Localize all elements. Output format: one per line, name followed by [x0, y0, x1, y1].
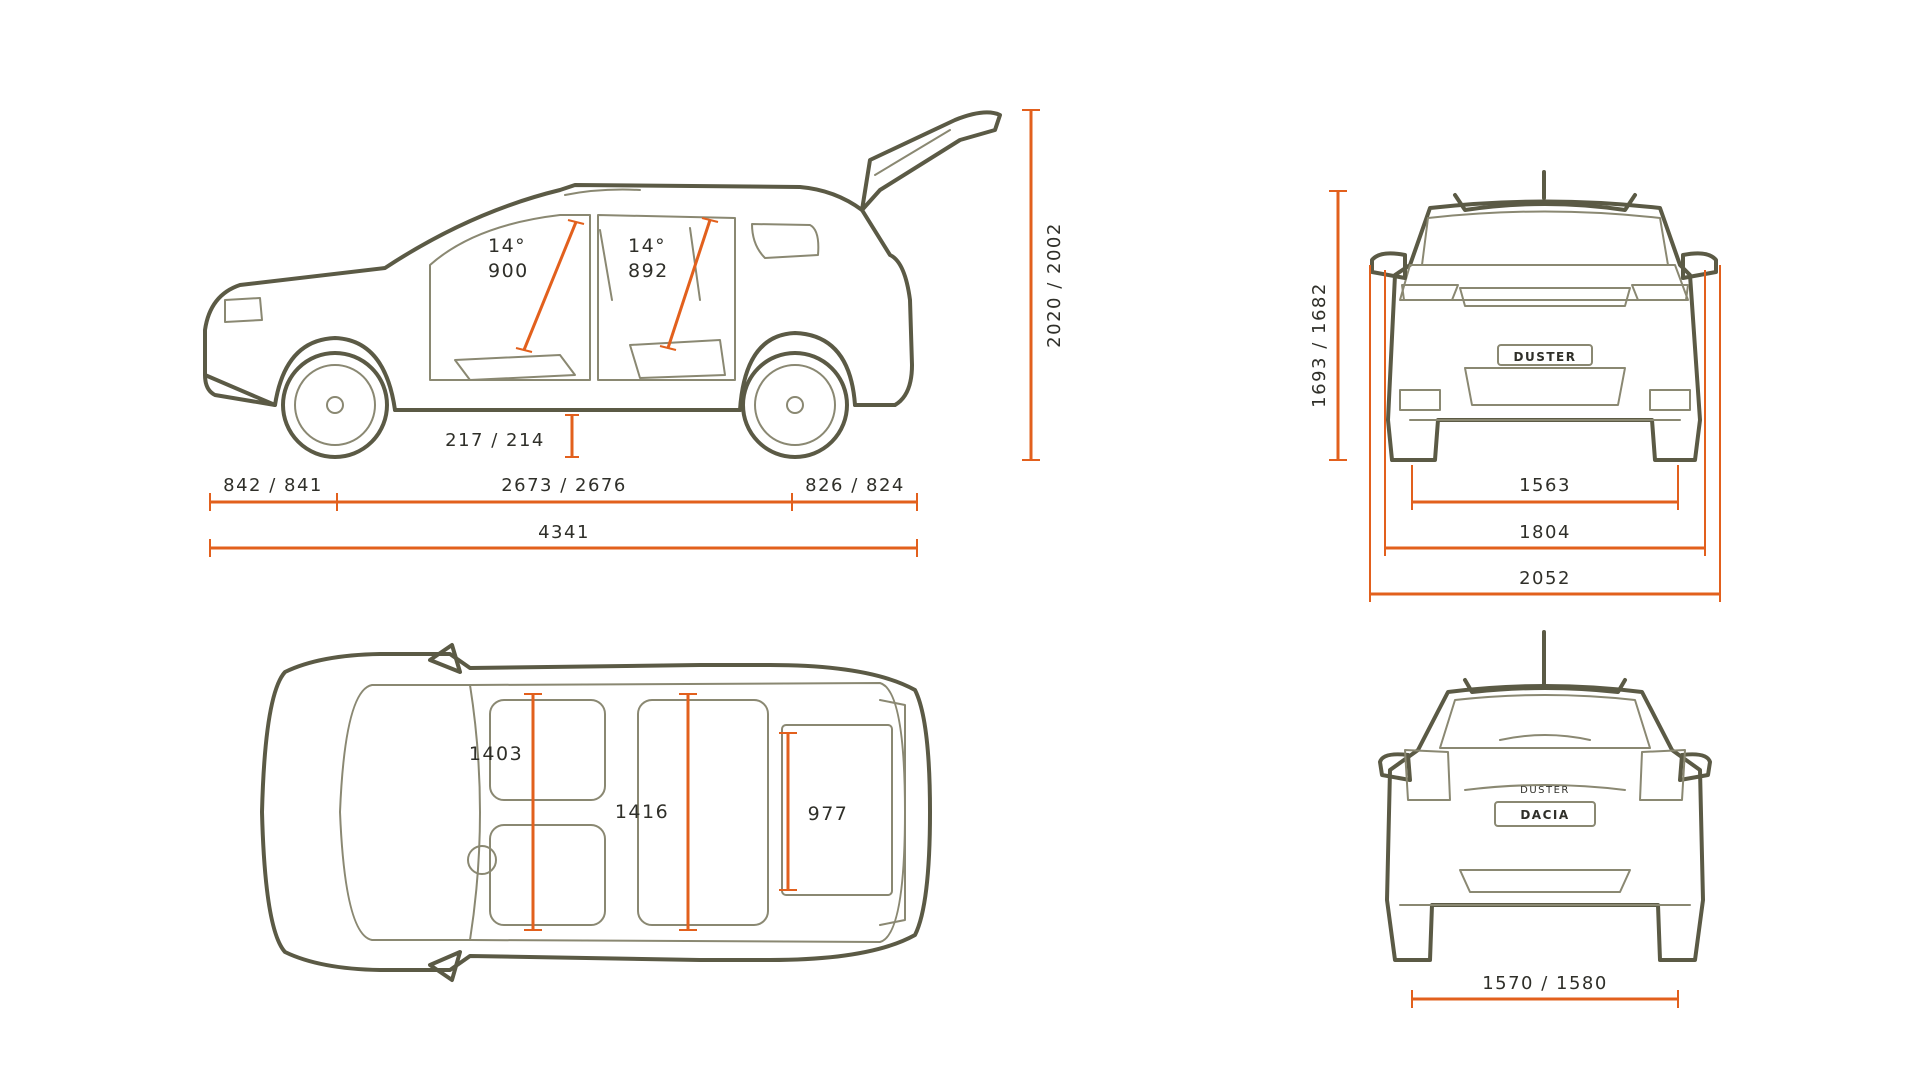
- rear-plate-text: DACIA: [1520, 808, 1569, 822]
- rear-elbow-dimension: [679, 693, 697, 931]
- overhang-wheelbase-dimension: [209, 493, 918, 511]
- side-view: 14° 900 14° 892 217 / 214 842 / 841 2673…: [203, 109, 1065, 557]
- front-recline-angle: 14°: [488, 235, 526, 257]
- front-recline-value: 900: [488, 260, 529, 282]
- front-height-dimension: [1329, 190, 1347, 461]
- front-elbow-dimension: [524, 693, 542, 931]
- front-elbow-label: 1403: [469, 743, 523, 765]
- ground-clearance-dimension: [565, 414, 579, 458]
- boot-length-dimension: [779, 732, 797, 891]
- side-car-outline: [203, 110, 1002, 459]
- rear-elbow-label: 1416: [615, 801, 669, 823]
- front-track-label: 1563: [1519, 475, 1571, 496]
- rear-recline-angle: 14°: [628, 235, 666, 257]
- rear-car-outline: [1378, 630, 1712, 962]
- width-mirrors-label: 2052: [1519, 568, 1571, 589]
- ground-clearance-label: 217 / 214: [445, 430, 545, 451]
- boot-length-label: 977: [808, 803, 849, 825]
- front-plate-text: DUSTER: [1514, 350, 1577, 364]
- width-label: 1804: [1519, 522, 1571, 543]
- rear-badge-text: DUSTER: [1520, 785, 1570, 796]
- rear-recline-line: [666, 219, 712, 349]
- overall-length-dimension: [209, 539, 918, 557]
- front-view: DUSTER 1693 / 1682 1563 1804 2052: [1309, 170, 1721, 602]
- rear-track-label: 1570 / 1580: [1482, 973, 1608, 994]
- width-dimension: [1384, 270, 1706, 556]
- rear-overhang-label: 826 / 824: [805, 475, 905, 496]
- tailgate-height-dimension: [1022, 109, 1040, 461]
- front-track-dimension: [1411, 465, 1679, 510]
- front-car-outline: [1370, 170, 1718, 462]
- rear-recline-value: 892: [628, 260, 669, 282]
- front-recline-line: [522, 221, 578, 351]
- rear-view: DUSTER DACIA 1570 / 1580: [1378, 630, 1712, 1008]
- top-view: 1403 1416 977: [260, 643, 932, 982]
- top-car-outline: [260, 643, 932, 982]
- overall-length-label: 4341: [538, 522, 590, 543]
- front-height-label: 1693 / 1682: [1309, 282, 1330, 408]
- rear-track-dimension: [1411, 990, 1679, 1008]
- tailgate-height-label: 2020 / 2002: [1044, 222, 1065, 348]
- width-mirrors-dimension: [1369, 265, 1721, 602]
- wheelbase-label: 2673 / 2676: [501, 475, 627, 496]
- front-overhang-label: 842 / 841: [223, 475, 323, 496]
